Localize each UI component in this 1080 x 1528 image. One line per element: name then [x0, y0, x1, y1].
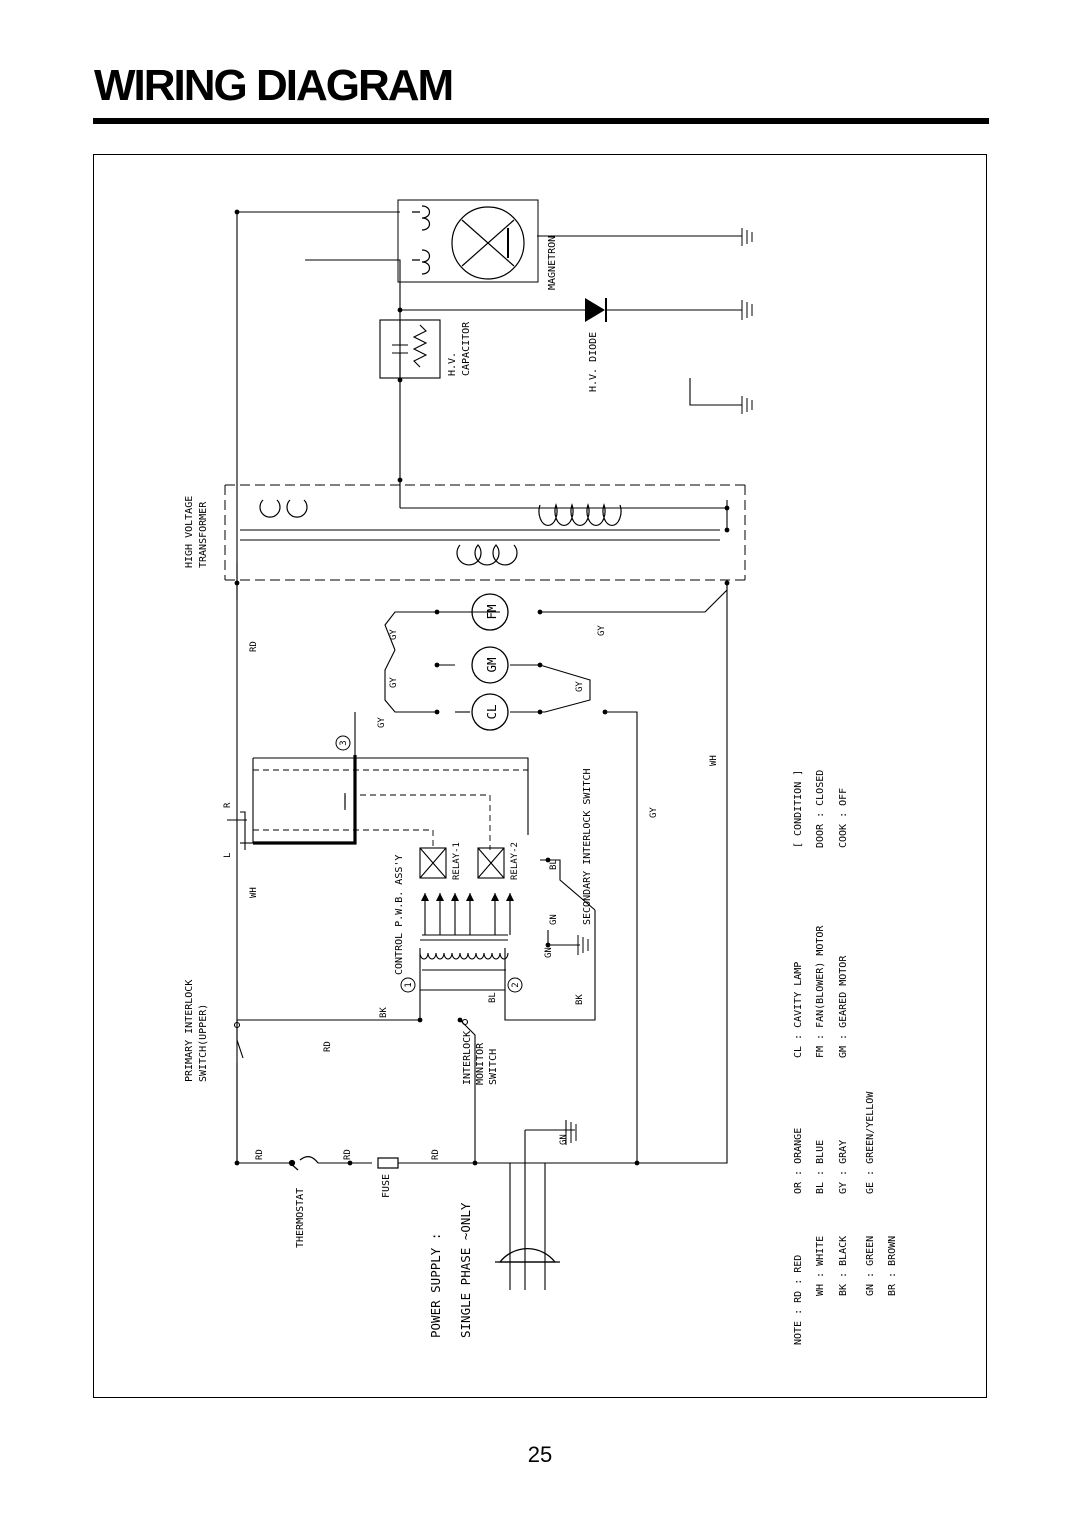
hv-capacitor-symbol — [379, 319, 441, 379]
wire-label-bl: BL — [549, 859, 559, 870]
wire-label-bk: BK — [575, 994, 585, 1005]
relay-contact-bold — [253, 755, 357, 845]
relay-1-label: RELAY-1 — [452, 842, 462, 880]
ground-symbols — [565, 228, 753, 1145]
magnetron-label: MAGNETRON — [547, 236, 558, 290]
wire-label-gn: GN — [544, 947, 554, 958]
transformer-label-1: HIGH VOLTAGE — [184, 496, 195, 568]
node-2: 2 — [511, 982, 521, 987]
thermostat-symbol — [288, 1156, 319, 1171]
motor-symbols — [471, 593, 509, 731]
wire-label-rd: RD — [255, 1149, 265, 1160]
interlock-monitor-label-2: MONITOR — [475, 1042, 486, 1085]
wire-label-rd: RD — [323, 1041, 333, 1052]
wire-label-gy: GY — [649, 807, 659, 818]
wire-label-gy: GY — [389, 677, 399, 688]
hv-capacitor-label-2: CAPACITOR — [461, 321, 472, 376]
relay-symbols — [419, 847, 511, 971]
wire-label-bk: BK — [379, 1007, 389, 1018]
hv-capacitor-label-1: H.V. — [447, 352, 458, 376]
condition-header: [ CONDITION ] — [793, 770, 804, 848]
color-code-note: NOTE : RD : RED WH : WHITE BK : BLACK GN… — [793, 1091, 898, 1345]
page-title: WIRING DIAGRAM — [94, 61, 454, 110]
fuse-label: FUSE — [381, 1174, 392, 1198]
abbr-cl: CL : CAVITY LAMP — [793, 962, 804, 1058]
power-supply-label-2: SINGLE PHASE ~ONLY — [458, 1202, 473, 1338]
wire-label-wh: WH — [709, 755, 719, 766]
wire-label-l: L — [223, 853, 233, 858]
wire-label-gn: GN — [559, 1134, 569, 1145]
wire-label-rd: RD — [343, 1149, 353, 1160]
thermostat-label: THERMOSTAT — [295, 1188, 306, 1248]
wires — [236, 211, 742, 1290]
wire-label-rd: RD — [249, 641, 259, 652]
color-code: WH : WHITE — [815, 1236, 826, 1296]
transformer-label-2: TRANSFORMER — [198, 501, 209, 568]
relay-arrows — [421, 893, 514, 901]
diagram-frame — [93, 154, 987, 1398]
power-supply-label-1: POWER SUPPLY : — [428, 1233, 443, 1338]
wire-label-gn: GN — [549, 914, 559, 925]
color-code: GE : GREEN/YELLOW — [865, 1091, 876, 1194]
wire-label-gy: GY — [597, 625, 607, 636]
interlock-monitor-label-3: SWITCH — [488, 1049, 499, 1085]
color-code: OR : ORANGE — [793, 1128, 804, 1194]
control-pwb-label: CONTROL P.W.B. ASS'Y — [394, 855, 405, 975]
color-code: BR : BROWN — [887, 1236, 898, 1296]
plug-symbol — [495, 1248, 560, 1263]
wire-nodes — [234, 209, 730, 1166]
gm-label: GM — [484, 657, 499, 672]
relay-2-label: RELAY-2 — [510, 842, 520, 880]
wire-label-gy: GY — [389, 629, 399, 640]
hv-diode-label: H.V. DIODE — [588, 332, 599, 392]
interlock-monitor-label-1: INTERLOCK — [462, 1031, 473, 1085]
pwb-outline — [253, 769, 528, 850]
fm-label: FM — [484, 604, 499, 619]
abbreviation-block: CL : CAVITY LAMP FM : FAN(BLOWER) MOTOR … — [793, 925, 849, 1058]
magnetron-symbol — [397, 199, 539, 283]
condition-block: [ CONDITION ] DOOR : CLOSED COOK : OFF — [793, 770, 849, 848]
node-1: 1 — [404, 982, 414, 987]
wire-label-rd: RD — [431, 1149, 441, 1160]
abbr-fm: FM : FAN(BLOWER) MOTOR — [815, 925, 826, 1058]
condition-cook: COOK : OFF — [838, 788, 849, 848]
color-code: BK : BLACK — [838, 1236, 849, 1296]
wire-label-gy: GY — [377, 717, 387, 728]
node-3: 3 — [339, 740, 349, 745]
switch-symbols — [227, 795, 469, 1029]
circled-numbers — [335, 735, 523, 993]
color-code: GN : GREEN — [865, 1236, 876, 1296]
primary-interlock-label-1: PRIMARY INTERLOCK — [184, 980, 195, 1082]
hv-diode-symbol — [585, 298, 607, 322]
transformer-coils — [259, 499, 622, 566]
color-code: GY : GRAY — [838, 1140, 849, 1194]
secondary-interlock-label: SECONDARY INTERLOCK SWITCH — [582, 768, 593, 925]
page-number: 25 — [527, 1442, 553, 1467]
wire-label-gy: GY — [575, 681, 585, 692]
wire-label-bl: BL — [488, 992, 498, 1003]
abbr-gm: GM : GEARED MOTOR — [838, 955, 849, 1058]
cl-label: CL — [484, 704, 499, 719]
title-rule — [93, 118, 989, 124]
wire-color-labels: RD GY GY GY GY GY WH GY R L WH BL GN GN … — [223, 625, 719, 1160]
condition-door: DOOR : CLOSED — [815, 770, 826, 848]
wire-label-r: R — [223, 802, 233, 808]
fuse-symbol — [377, 1157, 399, 1169]
transformer-outline — [224, 484, 746, 581]
primary-interlock-label-2: SWITCH(UPPER) — [198, 1004, 209, 1082]
color-code: NOTE : RD : RED — [793, 1255, 804, 1345]
wire-label-wh: WH — [249, 887, 259, 898]
color-code: BL : BLUE — [815, 1140, 826, 1194]
